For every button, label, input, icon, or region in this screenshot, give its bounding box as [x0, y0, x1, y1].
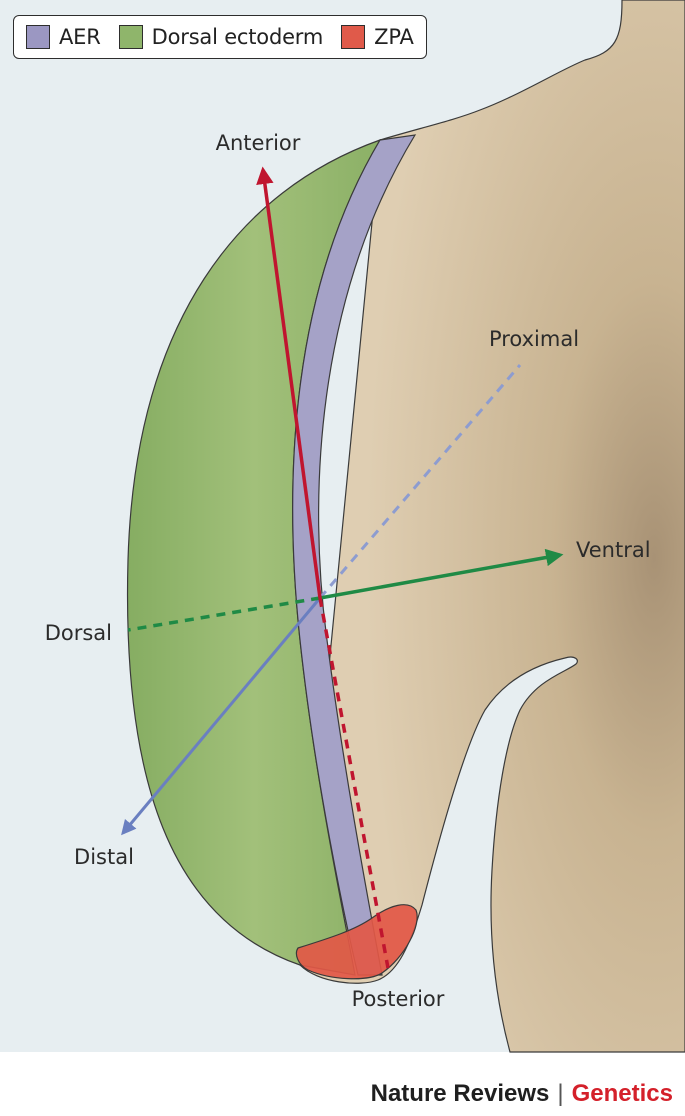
journal-credit: Nature Reviews | Genetics: [371, 1080, 673, 1108]
dorsal-axis-line: [127, 596, 321, 632]
journal-section: Genetics: [571, 1080, 673, 1107]
legend-label-zpa: ZPA: [374, 25, 414, 49]
ventral-axis-arrow: [319, 548, 564, 600]
legend-label-aer: AER: [59, 25, 101, 49]
journal-name: Nature Reviews: [370, 1080, 550, 1107]
ventral-label: Ventral: [576, 538, 651, 562]
legend-swatch-zpa: [341, 25, 366, 49]
proximal-label: Proximal: [489, 327, 579, 351]
legend-item-aer: AER: [26, 25, 101, 49]
distal-label: Distal: [74, 845, 134, 869]
legend: AER Dorsal ectoderm ZPA: [13, 15, 427, 59]
aer-band: [292, 134, 417, 976]
posterior-label: Posterior: [352, 987, 445, 1011]
embryo-tissue: [299, 0, 685, 1053]
legend-swatch-aer: [26, 25, 50, 49]
legend-swatch-dorsal-ectoderm: [118, 25, 143, 49]
anterior-label: Anterior: [216, 131, 301, 155]
dorsal-label: Dorsal: [45, 621, 112, 645]
legend-item-zpa: ZPA: [341, 25, 414, 49]
proximal-axis-line: [318, 364, 522, 599]
legend-item-dorsal-ectoderm: Dorsal ectoderm: [118, 25, 324, 49]
anterior-axis-arrow: [256, 166, 322, 599]
credit-separator: |: [557, 1080, 564, 1107]
distal-axis-arrow: [121, 597, 322, 836]
legend-label-dorsal-ectoderm: Dorsal ectoderm: [151, 25, 324, 49]
